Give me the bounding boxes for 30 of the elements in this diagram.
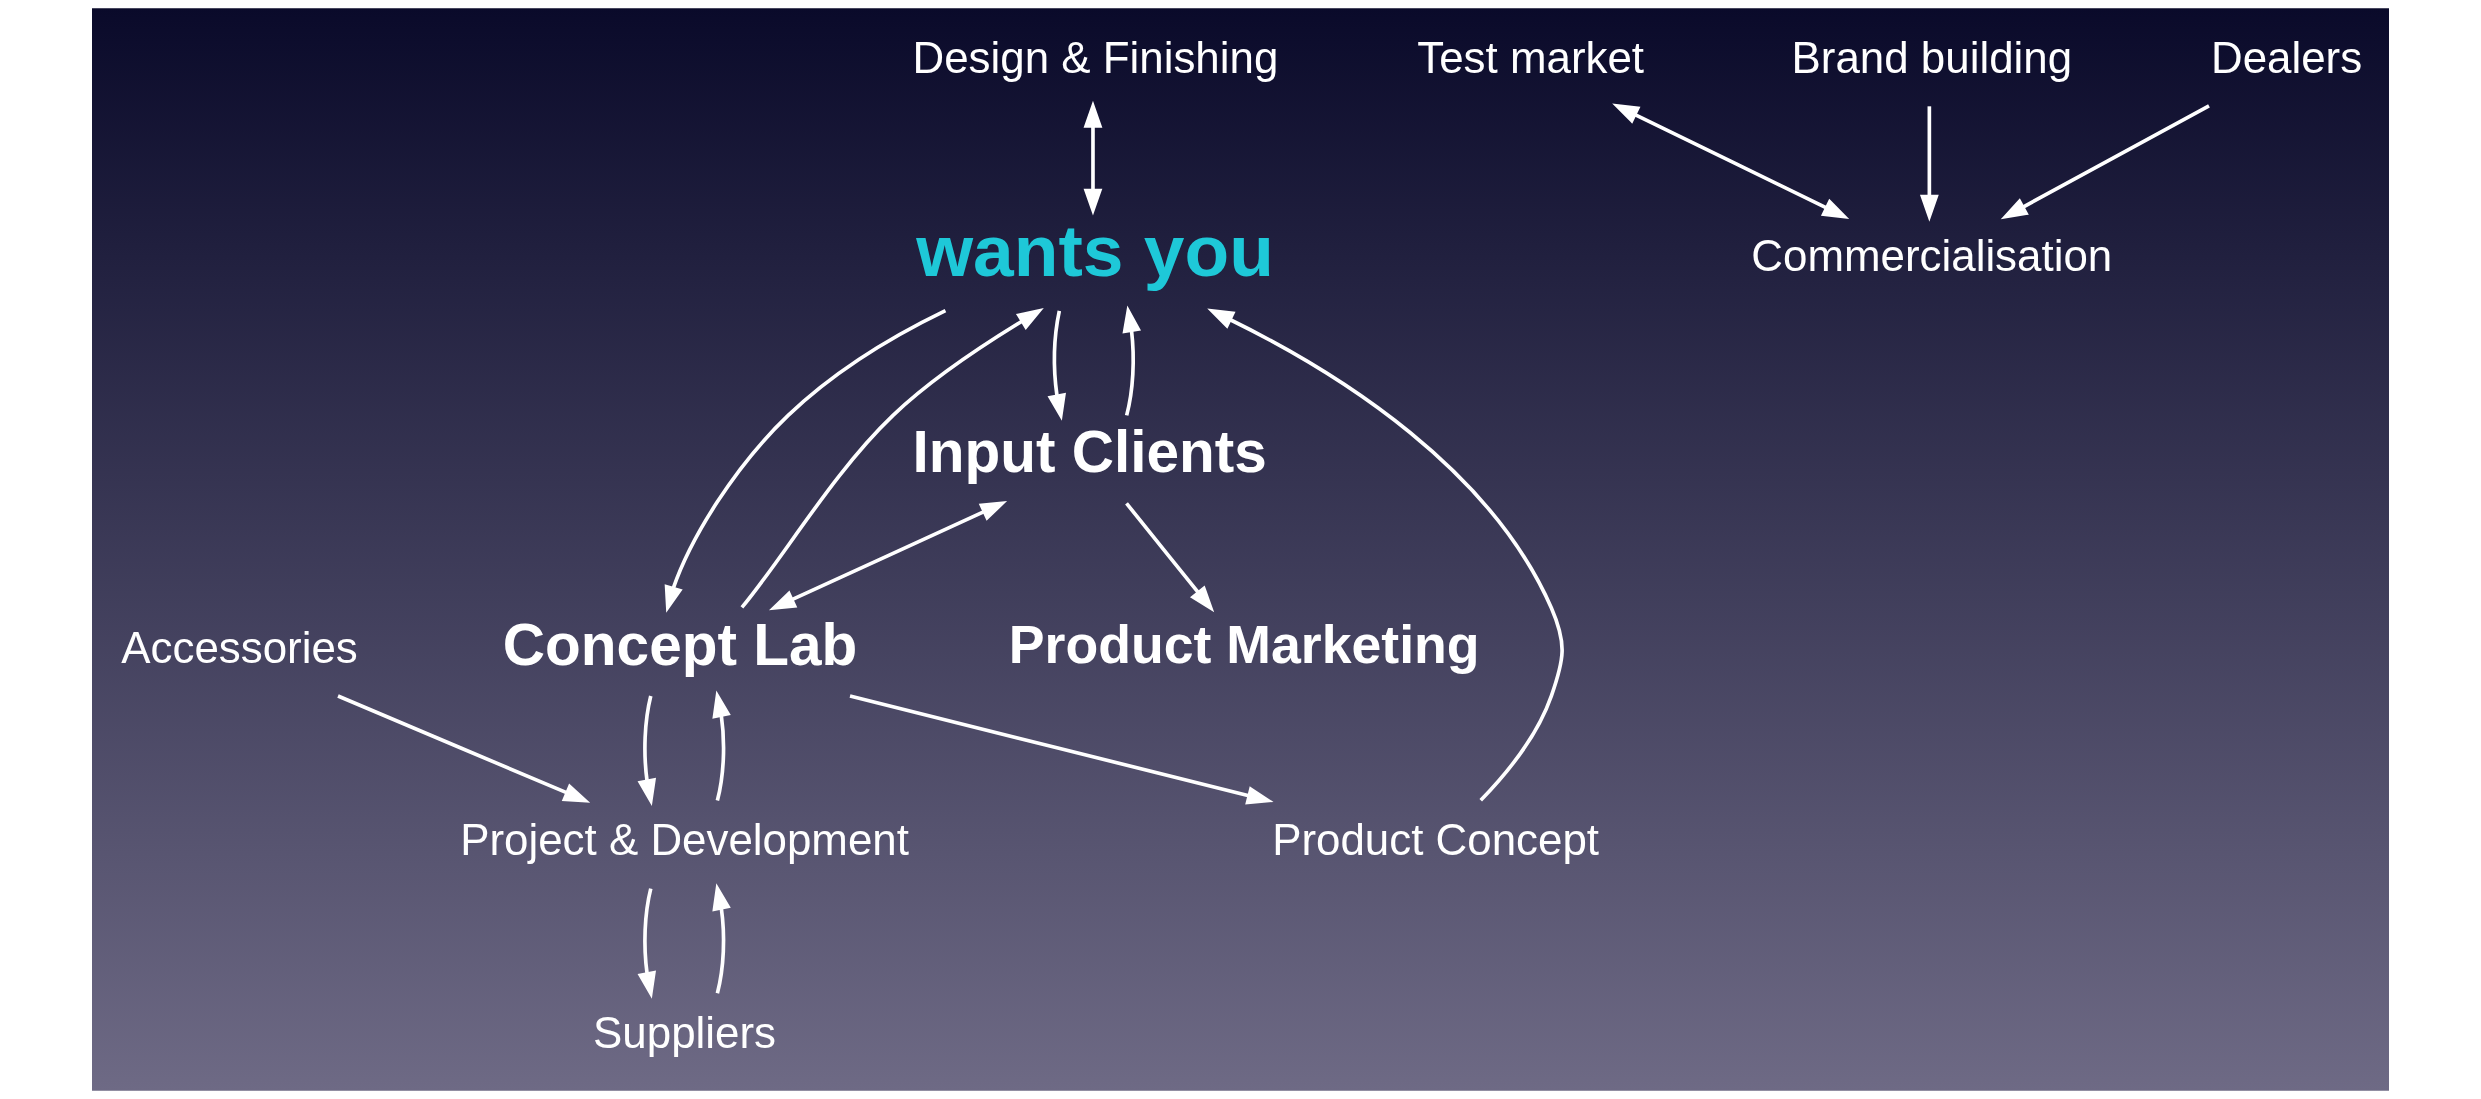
arrow <box>849 694 1274 805</box>
arrow <box>337 694 591 803</box>
node-text: Product Marketing <box>1008 614 1480 675</box>
node-text: Design & Finishing <box>912 32 1279 82</box>
node-text: wants you <box>916 210 1274 293</box>
arrow <box>1207 308 1564 802</box>
arrow <box>637 695 657 806</box>
arrow <box>1083 100 1103 216</box>
node-text: Project & Development <box>460 815 909 865</box>
arrow <box>740 308 1044 609</box>
node-text: Test market <box>1417 32 1645 82</box>
node-text: Accessories <box>121 622 358 672</box>
node-text: Input Clients <box>912 418 1267 484</box>
arrow <box>2000 104 2210 220</box>
arrow <box>637 888 657 999</box>
node-text: Brand building <box>1791 32 2073 82</box>
node-text: Commercialisation <box>1751 231 2113 281</box>
arrow <box>1122 305 1142 416</box>
arrow <box>712 690 731 801</box>
arrow <box>1612 103 1850 219</box>
arrow <box>1919 106 1939 222</box>
arrow <box>664 309 947 613</box>
arrow <box>1125 502 1215 613</box>
arrow <box>712 883 731 994</box>
arrow <box>768 501 1008 611</box>
arrow <box>1047 310 1066 421</box>
node-text: Concept Lab <box>502 611 858 677</box>
node-text: Product Concept <box>1272 815 1600 865</box>
node-text: Suppliers <box>593 1007 777 1057</box>
node-text: Dealers <box>2210 32 2363 82</box>
